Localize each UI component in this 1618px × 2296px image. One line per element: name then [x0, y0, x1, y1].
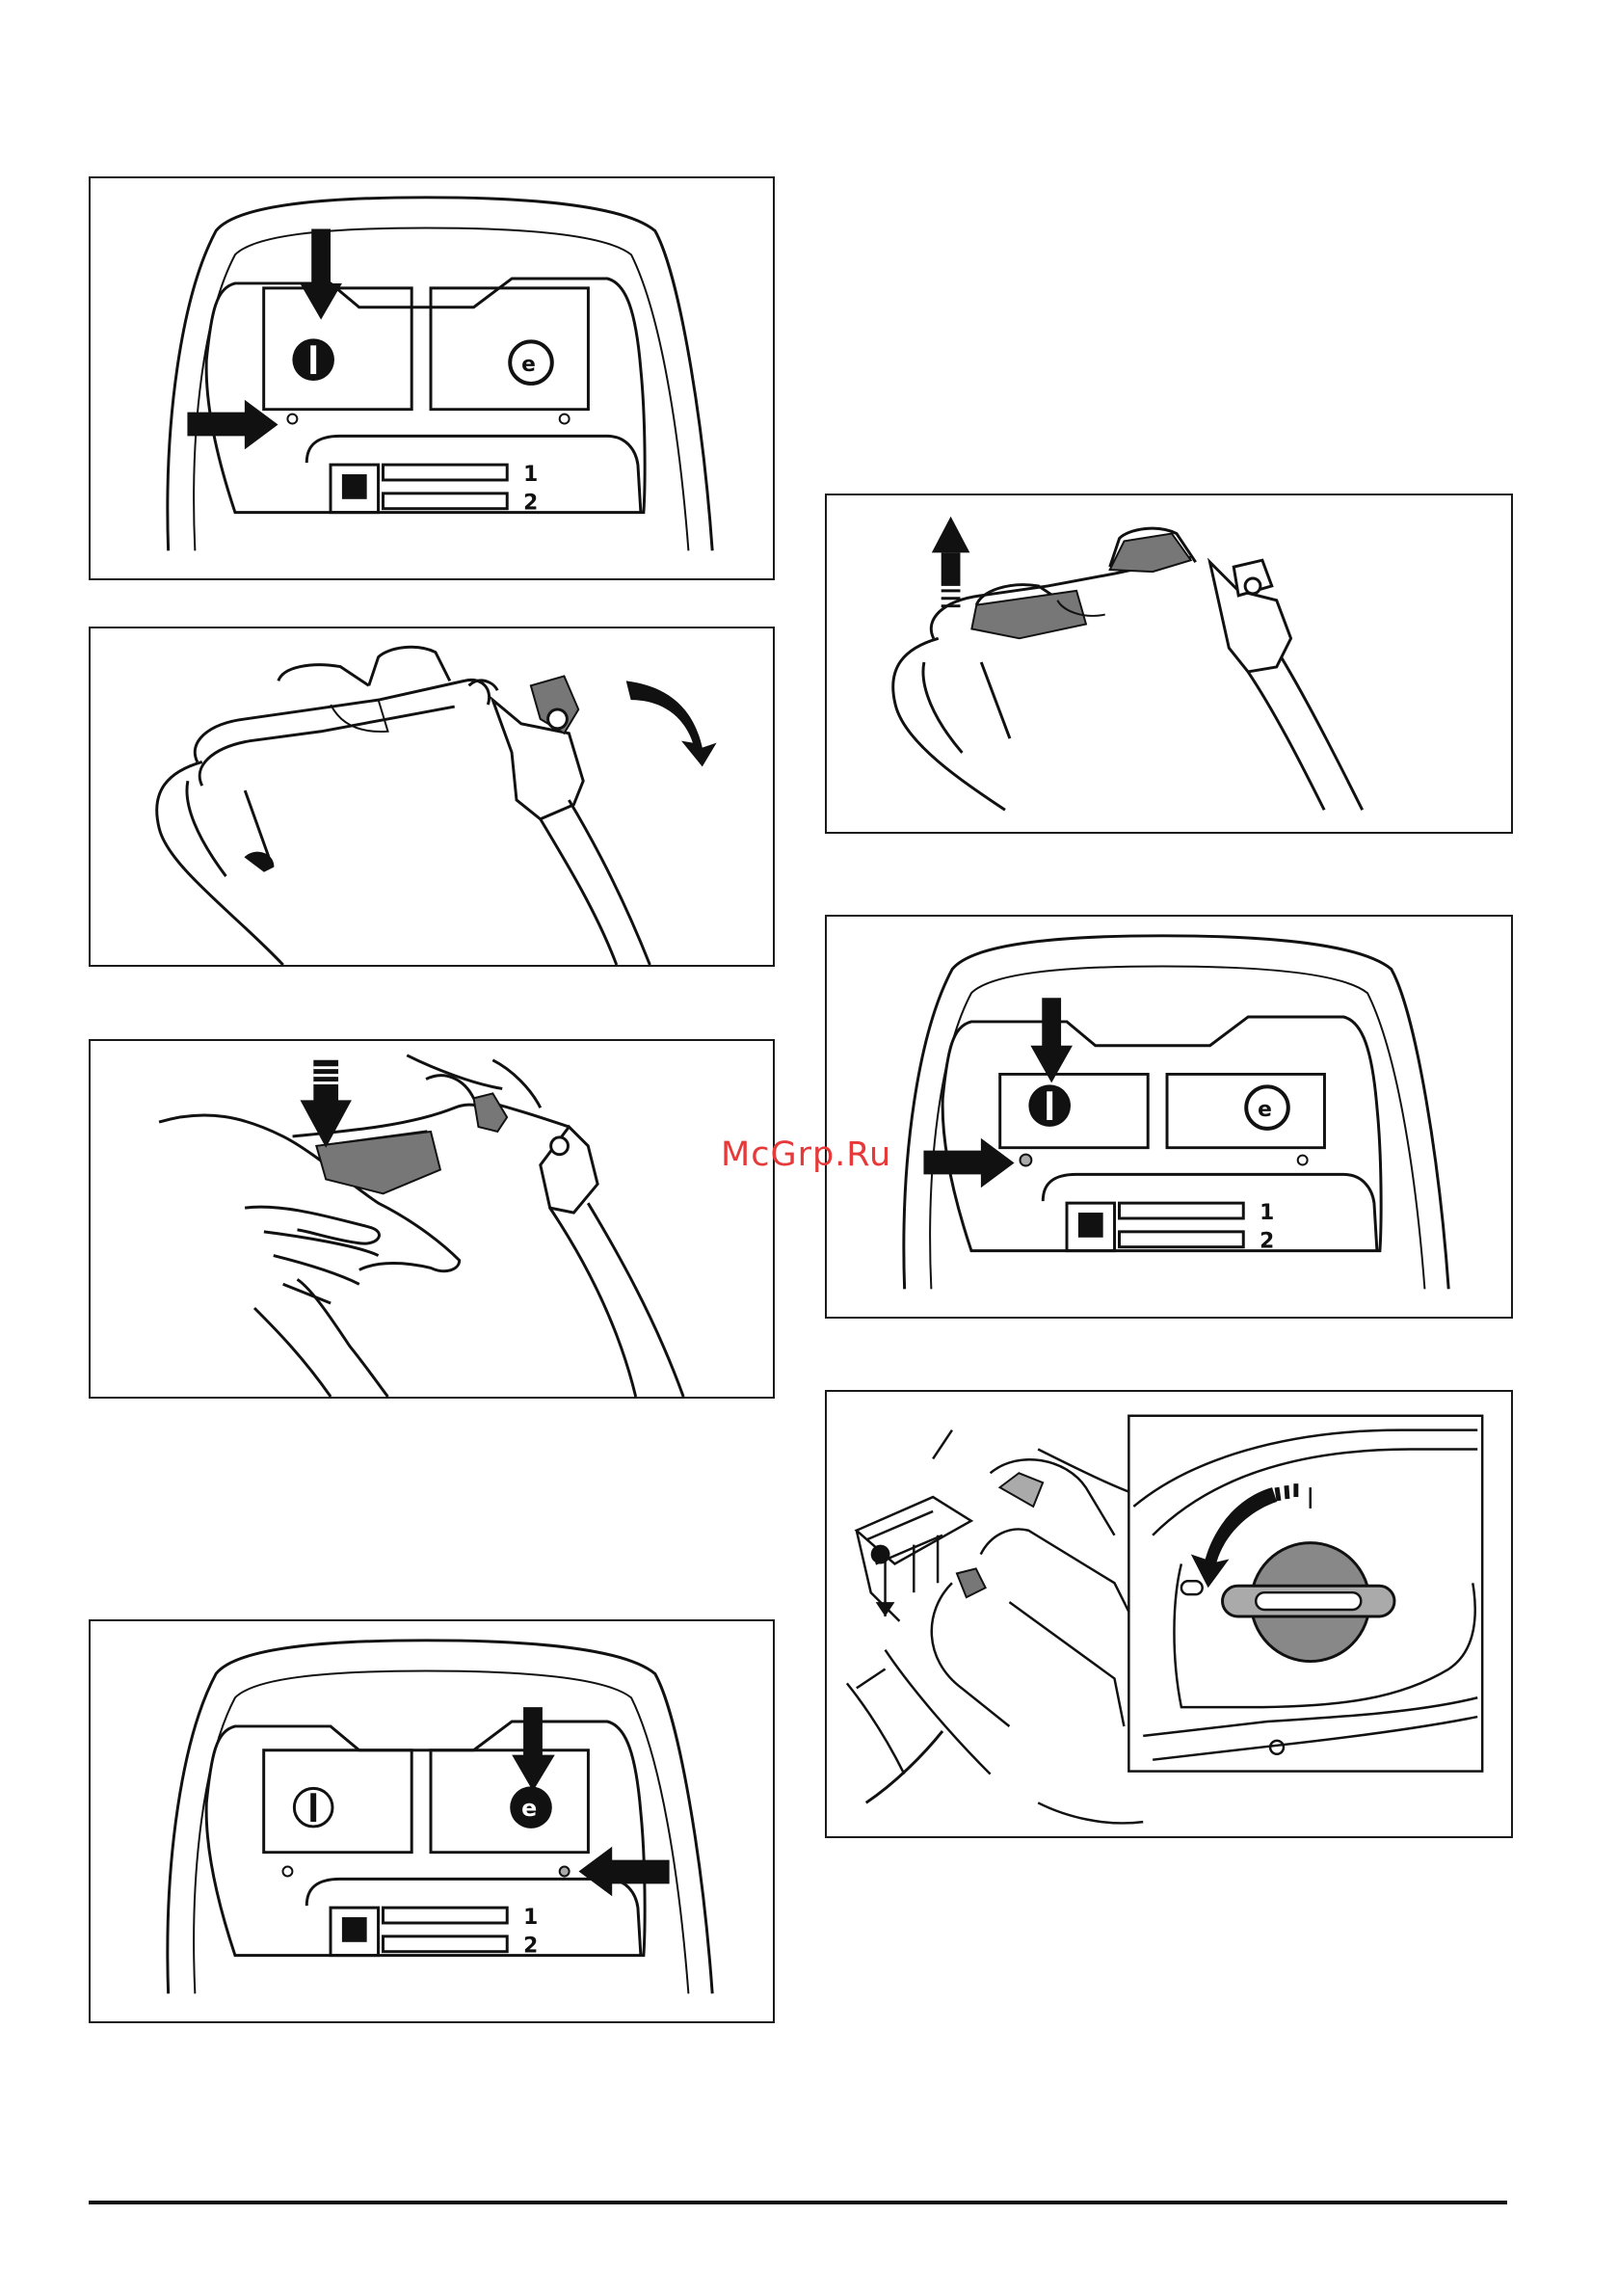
watermark-text: McGrp.Ru	[721, 1135, 891, 1174]
row-label-2: 2	[523, 492, 538, 516]
control-panel-eco-button-pressed-icon: e 1 2	[91, 1621, 773, 2021]
figure-control-panel-power: e 1 2	[89, 176, 775, 580]
figure-battery-cover-knob	[825, 1390, 1513, 1838]
row-label-1: 1	[1260, 1201, 1274, 1225]
handle-lever-rotate-icon	[91, 628, 773, 965]
battery-cover-knob-turn-icon	[827, 1392, 1511, 1836]
handle-lift-up-icon	[827, 495, 1511, 832]
row-label-1: 1	[523, 463, 538, 487]
control-panel-power-knob-pressed-icon: e 1 2	[91, 178, 773, 578]
row-label-1: 1	[523, 1906, 538, 1930]
svg-text:e: e	[521, 353, 536, 377]
row-label-2: 2	[523, 1935, 538, 1959]
control-panel-power-knob-pressed-icon: e 1 2	[827, 917, 1511, 1317]
hand-press-handle-icon	[91, 1041, 773, 1397]
figure-control-panel-eco: e 1 2	[89, 1619, 775, 2023]
svg-text:e: e	[521, 1795, 537, 1822]
footer-divider	[89, 2201, 1507, 2204]
svg-text:e: e	[1258, 1098, 1272, 1122]
row-label-2: 2	[1260, 1230, 1274, 1254]
figure-handle-lift-up	[825, 494, 1513, 834]
figure-hand-press-handle	[89, 1039, 775, 1399]
figure-control-panel-power-2: e 1 2	[825, 915, 1513, 1319]
figure-handle-lever-rotate	[89, 627, 775, 967]
